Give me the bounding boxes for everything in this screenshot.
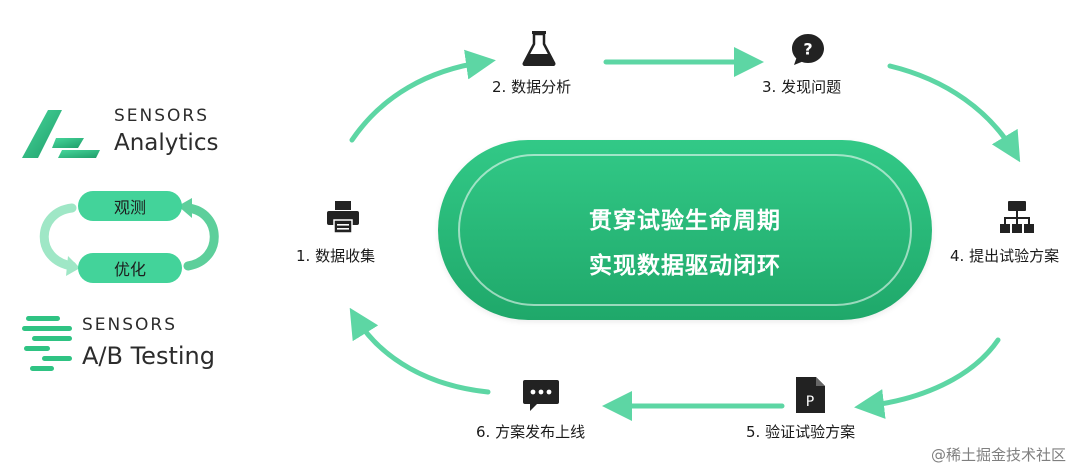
printer-icon: [327, 201, 359, 234]
abtesting-brand-bottom: A/B Testing: [82, 342, 215, 370]
arrow-propose-to-verify: [854, 337, 1001, 419]
question-bubble-icon: ?: [792, 34, 824, 65]
center-line-2: 实现数据驱动闭环: [589, 253, 781, 279]
step-propose: 4. 提出试验方案: [950, 198, 1075, 268]
sensors-analytics-logo-icon: [22, 110, 100, 158]
analytics-brand-top: SENSORS: [114, 106, 210, 126]
step-discover-label: 3. 发现问题: [762, 78, 842, 96]
document-p-icon: P: [796, 377, 825, 413]
arrow-collect-to-analyze: [349, 49, 496, 143]
step-verify: P 5. 验证试验方案: [746, 376, 876, 446]
hierarchy-icon: [1000, 201, 1034, 233]
step-analyze-label: 2. 数据分析: [492, 78, 572, 96]
svg-text:P: P: [806, 394, 814, 410]
center-inner-ring: [458, 154, 912, 306]
step-release: 6. 方案发布上线: [476, 376, 606, 446]
step-analyze: 2. 数据分析: [492, 30, 602, 100]
analytics-brand-bottom: Analytics: [114, 130, 219, 156]
chat-bubble-icon: [523, 380, 559, 411]
step-verify-label: 5. 验证试验方案: [746, 423, 856, 441]
source-watermark: @稀土掘金技术社区: [930, 446, 1066, 464]
optimize-pill: 优化: [78, 253, 182, 283]
arrow-discover-to-propose: [887, 63, 1021, 163]
center-line-1: 贯穿试验生命周期: [589, 208, 781, 234]
step-release-label: 6. 方案发布上线: [476, 423, 586, 441]
center-lifecycle-badge: 贯穿试验生命周期 实现数据驱动闭环: [438, 140, 932, 320]
svg-text:?: ?: [803, 40, 812, 59]
sensors-abtesting-logo-icon: [22, 316, 72, 371]
step-discover: ? 3. 发现问题: [762, 30, 872, 100]
arrow-release-to-collect: [349, 307, 491, 395]
step-propose-label: 4. 提出试验方案: [950, 247, 1060, 265]
sensors-abtesting-brand: SENSORS A/B Testing: [22, 312, 242, 382]
flask-icon: [522, 31, 556, 66]
step-collect: 1. 数据收集: [296, 198, 406, 268]
cycle-arrows-icon: [39, 198, 219, 276]
abtesting-brand-top: SENSORS: [82, 315, 178, 335]
observe-pill: 观测: [78, 191, 182, 221]
step-collect-label: 1. 数据收集: [296, 247, 376, 265]
sensors-analytics-brand: SENSORS Analytics: [22, 104, 242, 164]
observe-optimize-cycle: 观测 优化: [28, 186, 228, 286]
